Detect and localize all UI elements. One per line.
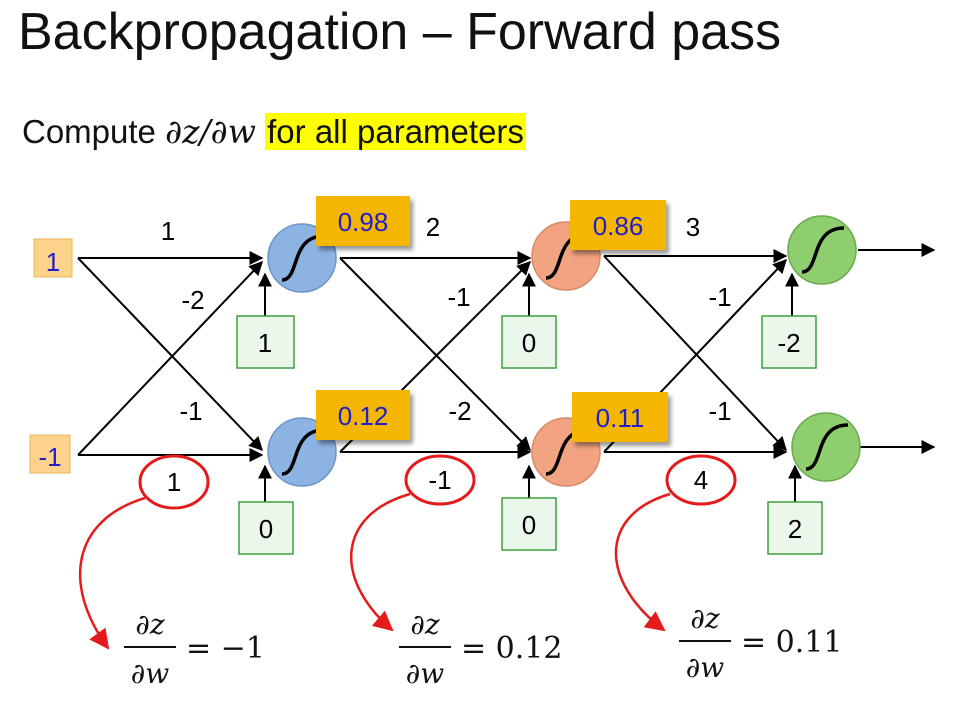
neurons xyxy=(267,215,861,487)
sigmoid-curve-icon xyxy=(805,423,849,471)
neuron-l3-2 xyxy=(791,412,861,482)
weight-labels: 1 -2 -1 2 -1 -2 3 -1 -1 xyxy=(161,212,732,426)
weight-l1-3: -1 xyxy=(179,396,202,426)
bias-box-l3-2 xyxy=(767,501,823,555)
derivative-denominator-3: ∂w xyxy=(686,651,724,684)
subtitle-prefix: Compute xyxy=(22,113,166,150)
edge-x1-n12 xyxy=(77,257,263,452)
bias-box-l1-2 xyxy=(238,501,294,555)
weight-l1-4: 1 xyxy=(167,467,181,497)
derivative-value-2: = 0.12 xyxy=(461,631,562,666)
activation-box-l2-1 xyxy=(570,200,666,250)
red-circle-3 xyxy=(665,454,737,506)
weight-l3-2: -1 xyxy=(708,282,731,312)
neuron-l3-1 xyxy=(787,215,857,285)
weight-l1-2: -2 xyxy=(181,285,204,315)
input-box-2 xyxy=(29,434,71,474)
weight-l2-4: -1 xyxy=(428,465,451,495)
activation-l2-2: 0.11 xyxy=(596,403,645,433)
bias-box-l2-1 xyxy=(501,315,557,369)
derivative-equation-1: ∂z ∂w = −1 xyxy=(124,608,265,690)
bias-boxes: 1 0 0 0 -2 2 xyxy=(236,315,823,555)
activation-box-l2-2 xyxy=(572,392,668,442)
derivative-denominator-2: ∂w xyxy=(406,657,444,690)
highlighted-weights: 1 -1 4 xyxy=(138,454,737,510)
activation-boxes: 0.98 0.12 0.86 0.11 xyxy=(316,196,668,442)
input-value-2: -1 xyxy=(38,442,61,472)
edge-x2-n11 xyxy=(77,260,263,456)
slide-title: Backpropagation – Forward pass xyxy=(18,3,782,61)
slide-subtitle: Compute ∂z/∂w for all parameters xyxy=(22,112,526,151)
activation-l1-1: 0.98 xyxy=(338,207,389,237)
bias-l3-1: -2 xyxy=(777,328,800,358)
bias-l2-1: 0 xyxy=(522,328,536,358)
sigmoid-curve-icon xyxy=(801,226,845,274)
bias-l3-2: 2 xyxy=(788,514,802,544)
red-arrow-1 xyxy=(78,496,146,650)
weight-l3-4: 4 xyxy=(694,465,708,495)
input-box-1 xyxy=(33,238,73,278)
weight-l3-3: -1 xyxy=(708,396,731,426)
activation-box-l1-2 xyxy=(316,390,410,440)
red-arrow-2 xyxy=(349,492,411,632)
weight-l2-3: -2 xyxy=(448,396,471,426)
red-circle-1 xyxy=(138,454,210,510)
derivative-numerator-3: ∂z xyxy=(690,602,719,635)
derivative-value-1: = −1 xyxy=(186,631,265,666)
bias-box-l1-1 xyxy=(236,315,295,369)
bias-l2-2: 0 xyxy=(522,510,536,540)
derivative-numerator-1: ∂z xyxy=(135,608,164,641)
input-nodes: 1 -1 xyxy=(29,238,73,474)
weight-l1-1: 1 xyxy=(161,216,175,246)
sigmoid-curve-icon xyxy=(281,428,325,476)
layer1-connections xyxy=(77,251,264,462)
derivative-equation-2: ∂z ∂w = 0.12 xyxy=(399,608,562,690)
derivative-equation-3: ∂z ∂w = 0.11 xyxy=(679,602,842,684)
edge-n21-n32 xyxy=(603,255,787,452)
subtitle-math: ∂z/∂w xyxy=(165,112,256,151)
bias-l1-2: 0 xyxy=(259,514,273,544)
activation-l2-1: 0.86 xyxy=(593,211,644,241)
edge-n11-n22 xyxy=(339,257,531,451)
red-arrow-3 xyxy=(614,492,671,632)
weight-l2-1: 2 xyxy=(426,212,440,242)
activation-box-l1-1 xyxy=(316,196,410,246)
activation-l1-2: 0.12 xyxy=(338,401,389,431)
derivative-numerator-2: ∂z xyxy=(410,608,439,641)
subtitle-highlight: for all parameters xyxy=(265,113,526,150)
bias-box-l2-2 xyxy=(501,497,557,551)
derivative-denominator-1: ∂w xyxy=(131,657,169,690)
bias-arrows xyxy=(258,272,802,502)
input-value-1: 1 xyxy=(46,247,60,277)
derivative-value-3: = 0.11 xyxy=(741,625,842,660)
red-circle-2 xyxy=(404,454,476,506)
bias-box-l3-1 xyxy=(761,315,817,369)
weight-l3-1: 3 xyxy=(686,212,700,242)
bias-l1-1: 1 xyxy=(258,328,272,358)
sigmoid-curve-icon xyxy=(281,234,325,282)
red-annotation-arrows xyxy=(78,492,671,650)
weight-l2-2: -1 xyxy=(447,282,470,312)
